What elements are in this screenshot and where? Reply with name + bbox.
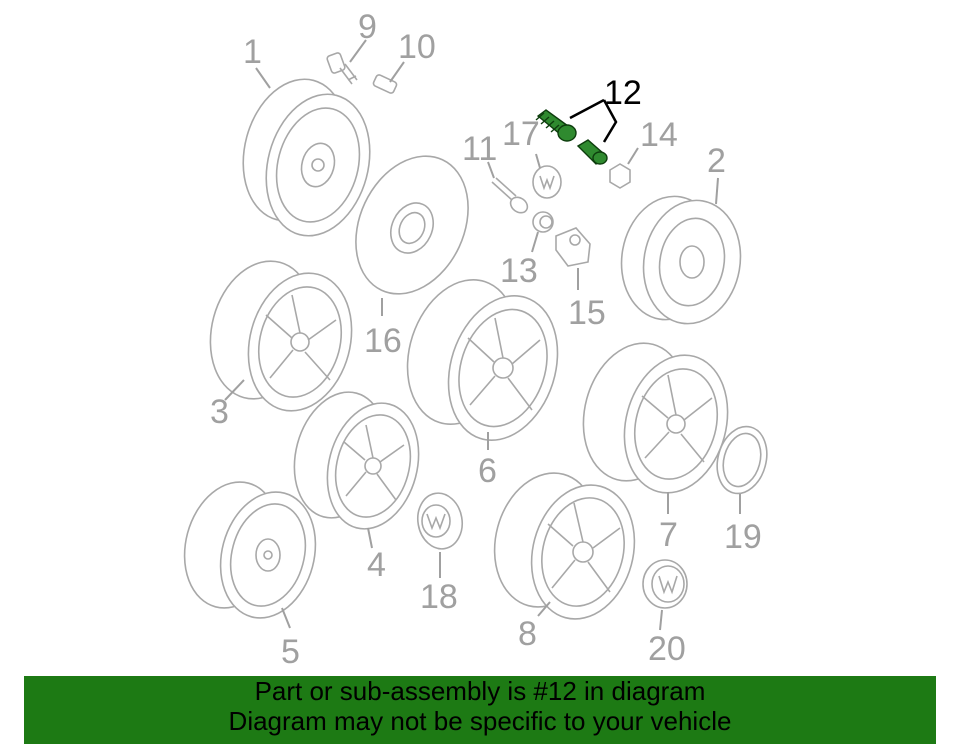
wheel-3 xyxy=(209,260,353,412)
callout-7: 7 xyxy=(659,516,678,554)
emblem-17 xyxy=(532,165,562,199)
cap-13 xyxy=(532,211,554,233)
callout-20: 20 xyxy=(648,630,686,668)
wheel-1 xyxy=(242,78,371,237)
wheel-7 xyxy=(582,342,729,494)
callout-4: 4 xyxy=(367,546,386,584)
center-cap-18 xyxy=(416,492,464,550)
callout-18: 18 xyxy=(420,578,458,616)
bolt-11 xyxy=(491,177,529,214)
callout-1: 1 xyxy=(243,33,262,71)
callout-17: 17 xyxy=(502,115,540,153)
nut-14 xyxy=(609,163,631,189)
parts-diagram: 1 2 3 4 5 6 7 8 9 10 11 12 13 14 15 16 1… xyxy=(183,8,768,671)
callout-12: 12 xyxy=(604,74,642,112)
callout-11: 11 xyxy=(462,130,497,168)
info-banner: Part or sub-assembly is #12 in diagram D… xyxy=(24,676,936,744)
callout-8: 8 xyxy=(518,615,537,653)
center-cap-20 xyxy=(642,559,688,609)
callout-3: 3 xyxy=(210,393,229,431)
callout-2: 2 xyxy=(707,142,726,180)
leader-lines xyxy=(224,39,741,631)
wheel-2 xyxy=(620,195,742,325)
wheel-6 xyxy=(406,279,559,441)
callout-14: 14 xyxy=(640,116,678,154)
callout-15: 15 xyxy=(568,294,606,332)
hubcap-16 xyxy=(355,155,469,295)
wheel-5 xyxy=(183,481,317,619)
lock-15 xyxy=(555,227,591,267)
bolt-9 xyxy=(326,52,358,85)
callout-16: 16 xyxy=(364,322,402,360)
callout-5: 5 xyxy=(281,633,300,671)
callout-6: 6 xyxy=(478,452,497,490)
callout-13: 13 xyxy=(500,252,538,290)
callout-10: 10 xyxy=(398,28,436,66)
banner-line-2: Diagram may not be specific to your vehi… xyxy=(228,706,732,736)
valve-10 xyxy=(372,74,398,94)
callout-9: 9 xyxy=(358,8,377,46)
part-12-highlighted xyxy=(535,109,608,166)
callout-19: 19 xyxy=(724,518,762,556)
banner-line-1: Part or sub-assembly is #12 in diagram xyxy=(254,676,706,706)
ring-19 xyxy=(716,425,768,495)
wheel-4 xyxy=(293,391,420,530)
wheel-8 xyxy=(493,472,636,620)
